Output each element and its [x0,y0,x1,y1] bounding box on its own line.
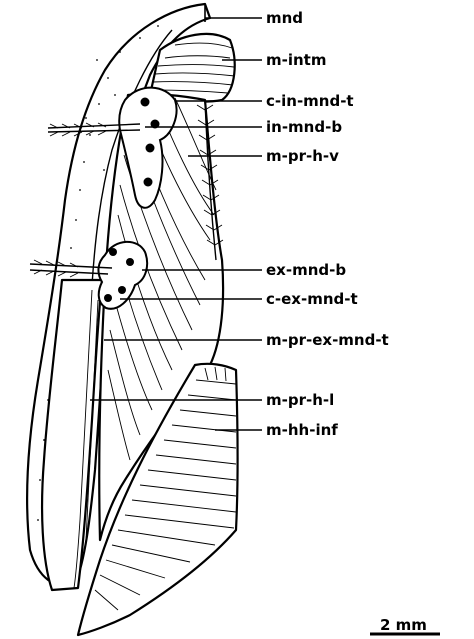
raphe-ticks [196,104,224,246]
scale-bar: 2 mm [370,616,440,636]
m-intm-muscle [148,32,236,103]
mandible-ramus [40,278,104,592]
label-c-ex-mnd-t: c-ex-mnd-t [266,290,358,308]
label-m-pr-ex-mnd-t: m-pr-ex-mnd-t [266,331,389,349]
label-c-in-mnd-t: c-in-mnd-t [266,92,354,110]
label-m-intm: m-intm [266,51,326,69]
in-mnd-b-nerve [47,122,141,137]
label-m-pr-h-l: m-pr-h-l [266,391,334,409]
c-ex-mnd-t-blob [97,240,149,310]
label-ex-mnd-b: ex-mnd-b [266,261,346,279]
labels: mnd m-intm c-in-mnd-t in-mnd-b m-pr-h-v … [266,9,389,439]
label-mnd: mnd [266,9,303,27]
ex-mnd-b-nerve [29,259,113,278]
label-in-mnd-b: in-mnd-b [266,118,342,136]
m-hh-inf-muscle [76,362,239,637]
scale-bar-label: 2 mm [380,616,427,634]
label-m-pr-h-v: m-pr-h-v [266,147,339,165]
c-in-mnd-t-blob [118,86,178,209]
label-m-hh-inf: m-hh-inf [266,421,338,439]
m-pr-h-muscle [98,92,225,542]
leader-lines [90,4,262,431]
